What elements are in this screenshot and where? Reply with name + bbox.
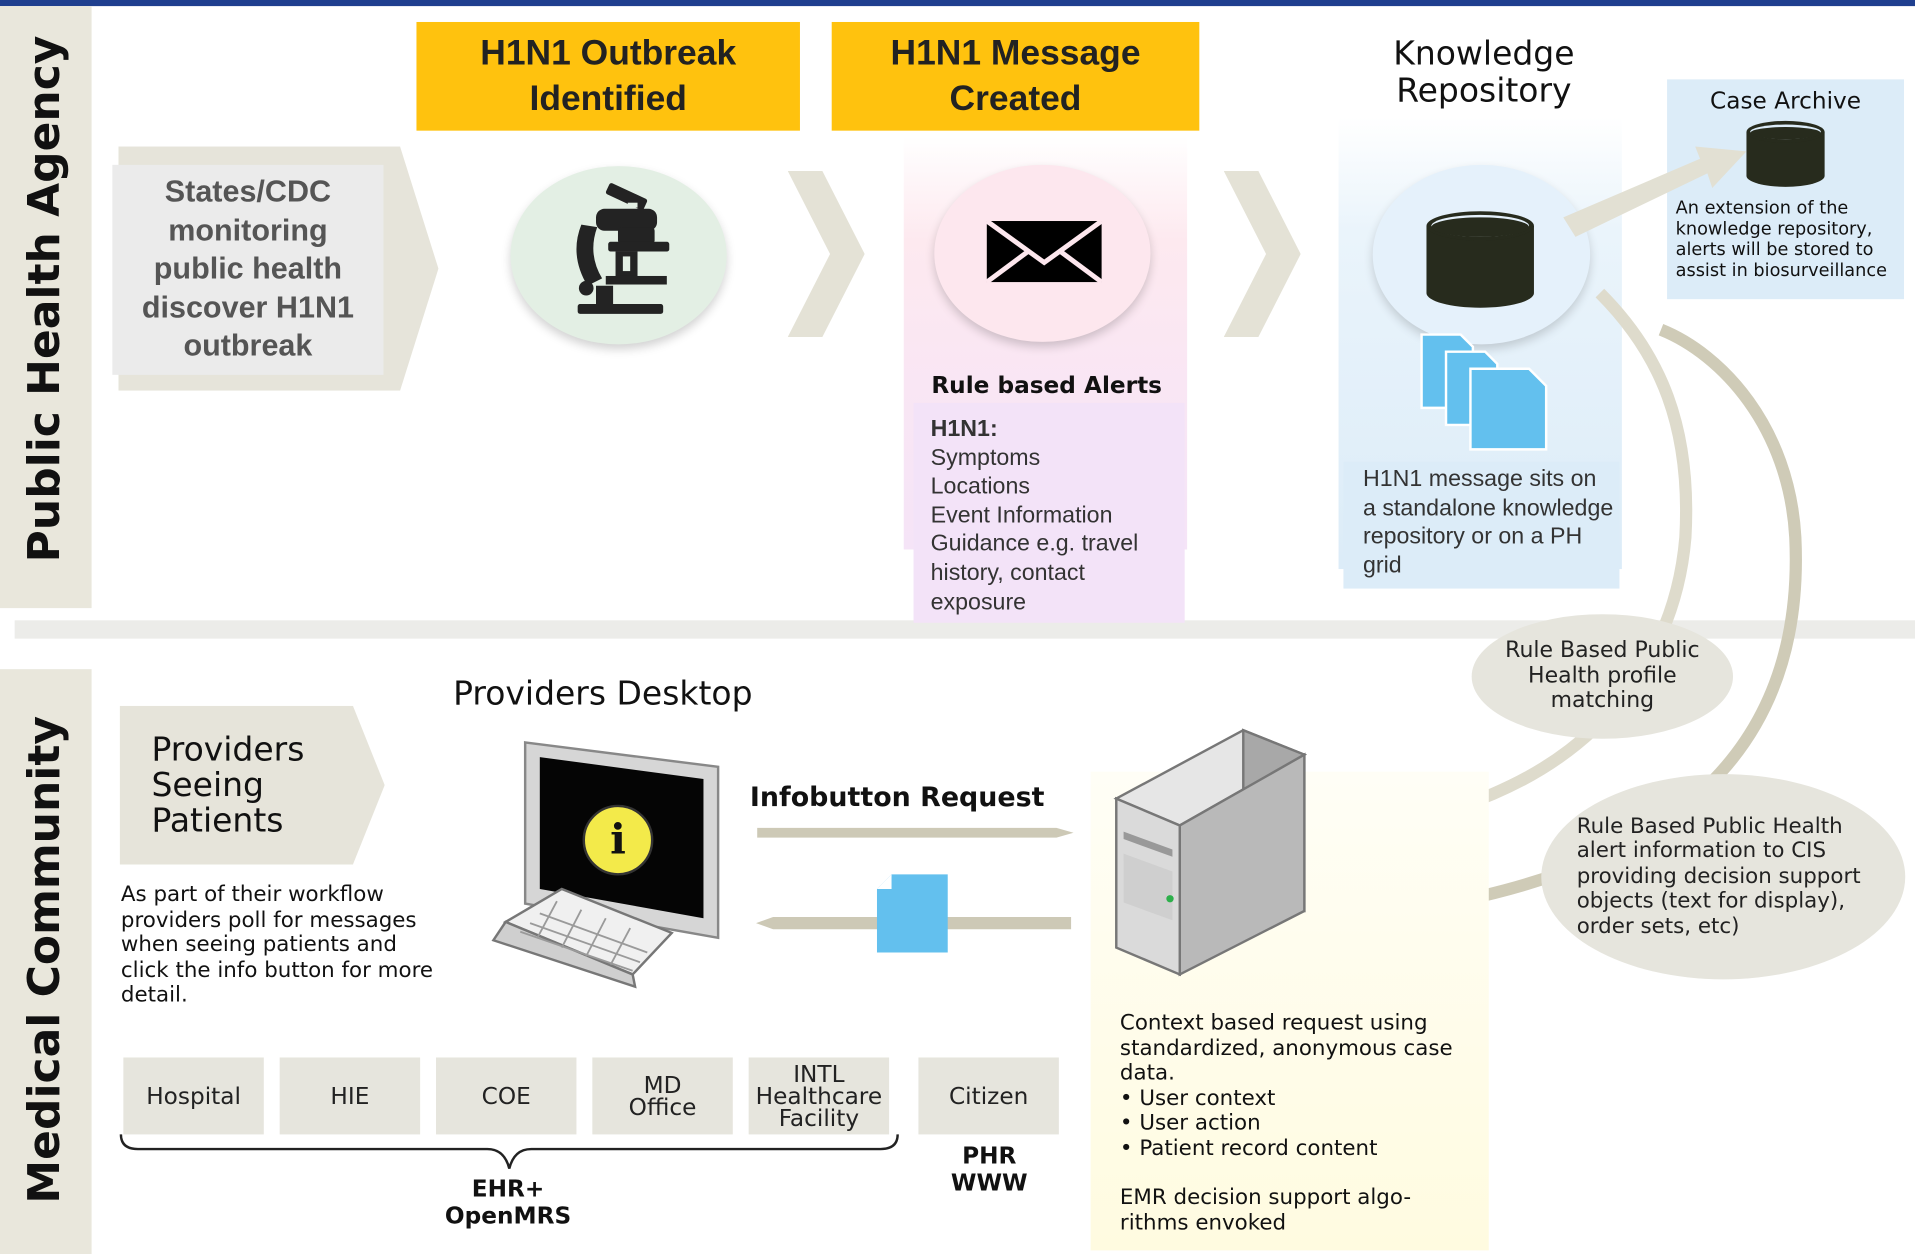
context-request-item: User context: [1120, 1086, 1480, 1111]
providers-note: As part of their workflow providers poll…: [120, 882, 434, 1008]
rule-alerts-item: Event Information: [930, 502, 1113, 529]
context-request-item: Patient record content: [1120, 1136, 1480, 1161]
setting-hospital: Hospital: [123, 1057, 264, 1135]
providers-desktop-title: Providers Desktop: [453, 675, 753, 714]
case-archive-database-icon: [1746, 120, 1825, 187]
microscope-icon: [576, 183, 670, 314]
database-circle: [1372, 164, 1591, 345]
phase-message-created-label: H1N1 Message Created: [890, 33, 1141, 118]
setting-hie: HIE: [279, 1057, 421, 1135]
request-arrow: [757, 827, 1074, 838]
section-divider: [14, 620, 1915, 639]
case-archive-panel: [1667, 79, 1905, 300]
alert-details-panel: [913, 402, 1185, 623]
rule-alerts-item: Guidance e.g. travel history, contact ex…: [930, 531, 1139, 615]
envelope-circle: [934, 164, 1151, 342]
phase-knowledge-repository: Knowledge Repository: [1393, 35, 1575, 110]
monitoring-box: States/CDC monitoring public health disc…: [112, 164, 384, 375]
profile-matching-oval: Rule Based Public Health profile matchin…: [1471, 614, 1734, 739]
ehr-brace: [119, 1134, 899, 1169]
section-label-public-health: Public Health Agency: [20, 35, 71, 563]
setting-intl-facility-label: INTL Healthcare Facility: [755, 1060, 883, 1132]
section-band-public-health: [0, 6, 92, 609]
setting-intl-facility: INTL Healthcare Facility: [748, 1057, 890, 1135]
phase-outbreak-identified-label: H1N1 Outbreak Identified: [480, 33, 737, 118]
envelope-icon: [985, 219, 1104, 285]
section-label-medical-community: Medical Community: [20, 715, 71, 1204]
info-glyph: i: [610, 815, 626, 864]
rule-alerts-heading: H1N1:: [930, 416, 998, 443]
documents-icon: [1420, 333, 1548, 451]
alert-info-text: Rule Based Public Health alert informati…: [1576, 814, 1861, 939]
ehr-label: EHR+ OpenMRS: [444, 1175, 572, 1230]
archive-arrow: [1563, 146, 1747, 237]
repository-note: H1N1 message sits on a standalone knowle…: [1362, 466, 1614, 579]
context-request-intro: Context based request using standardized…: [1119, 1011, 1453, 1086]
phase-message-created: H1N1 Message Created: [831, 21, 1200, 131]
rule-alerts-item: Locations: [930, 474, 1030, 500]
context-request-item: User action: [1120, 1111, 1480, 1136]
profile-matching-text: Rule Based Public Health profile matchin…: [1505, 637, 1700, 714]
alert-info-oval: Rule Based Public Health alert informati…: [1541, 774, 1906, 980]
setting-coe: COE: [436, 1057, 577, 1135]
phase-outbreak-identified: H1N1 Outbreak Identified: [416, 21, 800, 131]
server-icon: [1113, 728, 1308, 977]
header-bar: [0, 0, 1915, 7]
rule-alerts-item: Symptoms: [930, 445, 1041, 471]
monitoring-text: States/CDC monitoring public health disc…: [141, 174, 354, 363]
flow-chevron-2: [1223, 170, 1301, 338]
microscope-circle: [510, 166, 727, 345]
context-request-footer: EMR decision support algo-rithms envoked: [1119, 1185, 1412, 1236]
repository-note-panel: [1343, 461, 1620, 589]
computer-icon: i: [491, 741, 720, 989]
flow-chevron-1: [787, 170, 865, 338]
context-request: Context based request using standardized…: [1120, 1011, 1480, 1236]
providers-box-label: Providers Seeing Patients: [151, 731, 305, 841]
setting-citizen: Citizen: [918, 1057, 1059, 1135]
section-band-medical-community: [0, 669, 92, 1254]
setting-md-office: MD Office: [592, 1057, 733, 1135]
response-document-icon: [876, 874, 948, 953]
database-icon: [1426, 211, 1534, 308]
providers-box: [119, 705, 385, 865]
rule-alerts-list: H1N1: Symptoms Locations Event Informati…: [931, 415, 1181, 617]
rule-alerts-title: Rule based Alerts: [931, 372, 1162, 400]
case-archive-note: An extension of the knowledge repository…: [1675, 199, 1888, 281]
case-archive-title: Case Archive: [1710, 87, 1862, 115]
context-request-list: User context User action Patient record …: [1120, 1086, 1480, 1161]
phr-label: PHR WWW: [950, 1142, 1028, 1197]
infobutton-request-label: Infobutton Request: [749, 782, 1045, 814]
setting-md-office-label: MD Office: [628, 1071, 697, 1121]
